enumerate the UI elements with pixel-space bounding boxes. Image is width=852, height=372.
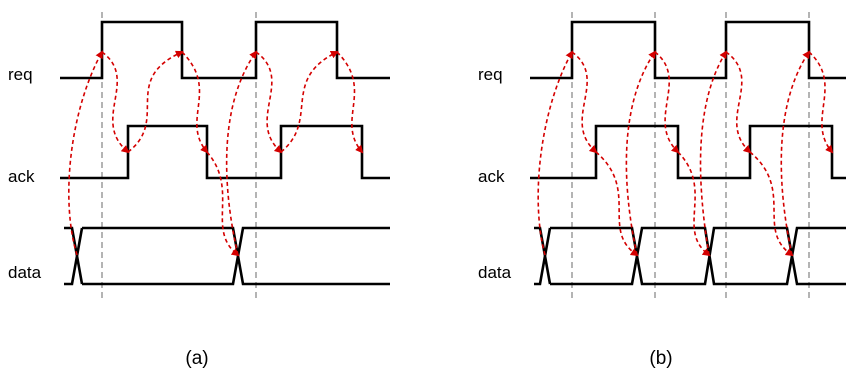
handshake-arrow xyxy=(68,50,103,256)
handshake-arrow xyxy=(699,50,728,256)
handshake-arrow xyxy=(336,51,364,154)
handshake-arrow xyxy=(206,151,240,257)
signal-label-req: req xyxy=(8,65,33,84)
panel-b: req ack data (b) xyxy=(478,12,846,369)
handshake-arrow xyxy=(625,50,657,256)
handshake-arrow xyxy=(571,51,598,154)
handshake-arrow xyxy=(780,50,811,256)
ack-waveform xyxy=(530,124,846,180)
ack-waveform xyxy=(60,124,390,180)
handshake-arrow xyxy=(280,51,339,153)
signal-label-data: data xyxy=(8,263,42,282)
handshake-arrow xyxy=(677,151,711,257)
handshake-arrow xyxy=(181,51,209,154)
signal-label-ack: ack xyxy=(478,167,505,186)
handshake-arrow xyxy=(225,50,258,256)
handshake-arrow xyxy=(725,51,752,154)
req-waveform xyxy=(60,20,390,80)
handshake-arrow xyxy=(595,151,639,257)
handshake-arrow xyxy=(255,51,283,154)
handshake-arrow xyxy=(654,51,680,154)
signal-label-ack: ack xyxy=(8,167,35,186)
handshake-arrow xyxy=(808,51,834,154)
signal-label-req: req xyxy=(478,65,503,84)
handshake-arrow xyxy=(537,50,573,256)
req-waveform xyxy=(530,20,846,80)
panel-caption: (a) xyxy=(185,348,208,369)
signal-label-data: data xyxy=(478,263,512,282)
panel-a: req ack data (a) xyxy=(8,12,390,369)
handshake-arrow xyxy=(749,151,794,257)
handshake-arrow xyxy=(127,50,184,153)
panel-caption: (b) xyxy=(649,348,672,369)
data-bus xyxy=(64,226,390,286)
data-bus xyxy=(534,226,846,286)
handshake-arrow xyxy=(101,51,130,154)
